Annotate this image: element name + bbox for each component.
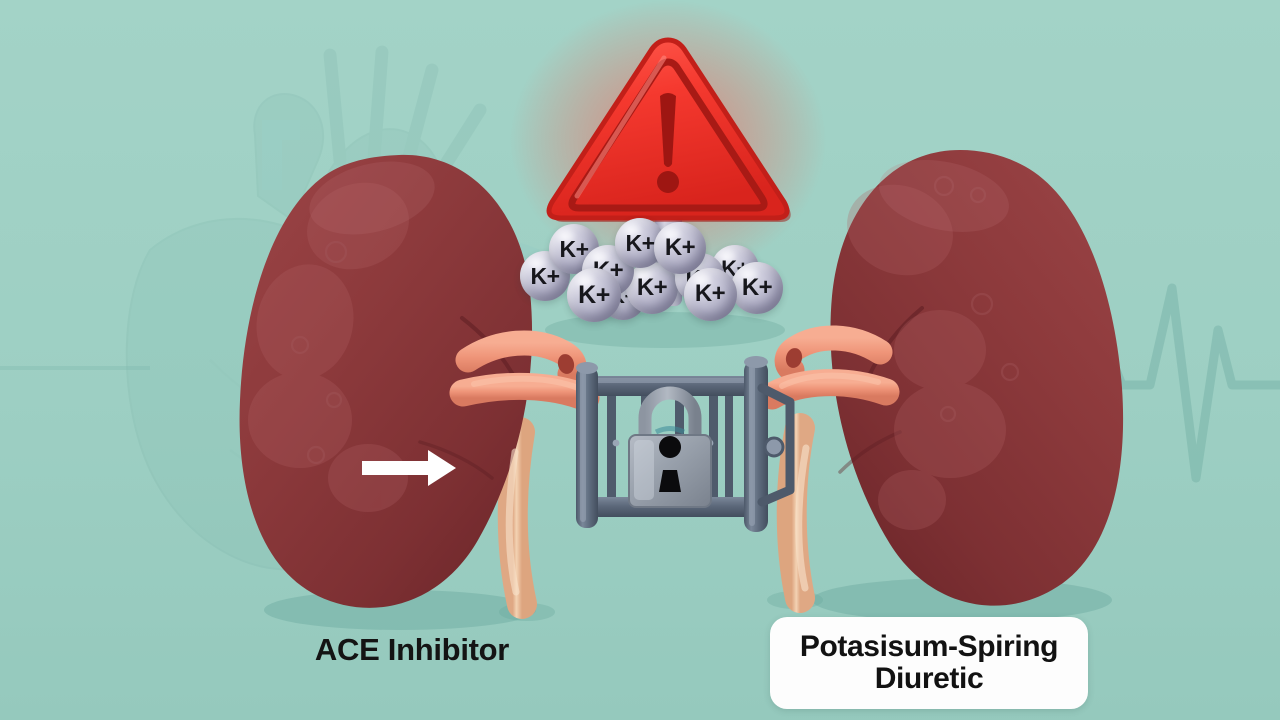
left-renal-artery	[455, 330, 587, 387]
right-kidney	[830, 150, 1124, 606]
diuretic-label-line2: Diuretic	[874, 662, 984, 695]
potassium-ion-sphere: K+	[654, 222, 706, 274]
left-artery-lumen	[557, 354, 575, 374]
left-kidney-highlights	[248, 182, 409, 512]
potassium-sparing-diuretic-label: Potasisum-Spiring Diuretic	[799, 629, 1059, 695]
left-renal-vein	[449, 372, 600, 412]
potassium-ion-text: K+	[664, 234, 696, 261]
left-kidney	[239, 154, 533, 608]
padlock-icon	[628, 386, 712, 508]
potassium-ion-sphere: K+	[683, 267, 737, 321]
gate-latch-frame	[757, 383, 795, 507]
potassium-ion-text: K+	[578, 280, 610, 309]
potassium-ion-text: K+	[694, 280, 726, 307]
potassium-sparing-diuretic-callout: Potasisum-Spiring Diuretic	[770, 617, 1088, 709]
padlock-keyhole	[659, 436, 682, 492]
potassium-ion-text: K+	[530, 262, 560, 289]
potassium-ion-text: K+	[741, 274, 773, 301]
potassium-ion-text: K+	[625, 229, 655, 256]
diuretic-label-line1: Potasisum-Spiring	[799, 629, 1059, 663]
right-kidney-highlights	[847, 184, 1006, 530]
right-renal-vein	[758, 369, 900, 410]
exclamation-dot	[657, 171, 679, 193]
right-ureter	[776, 413, 815, 613]
potassium-ion-sphere: K+	[731, 262, 783, 314]
right-kidney-hilum	[866, 306, 924, 380]
exclamation-glyph	[660, 93, 676, 167]
right-artery-lumen	[785, 348, 803, 368]
potassium-ion-text: K+	[636, 274, 668, 301]
potassium-ion-sphere: K+	[567, 268, 621, 322]
ace-inhibitor-label: ACE Inhibitor	[314, 632, 510, 667]
